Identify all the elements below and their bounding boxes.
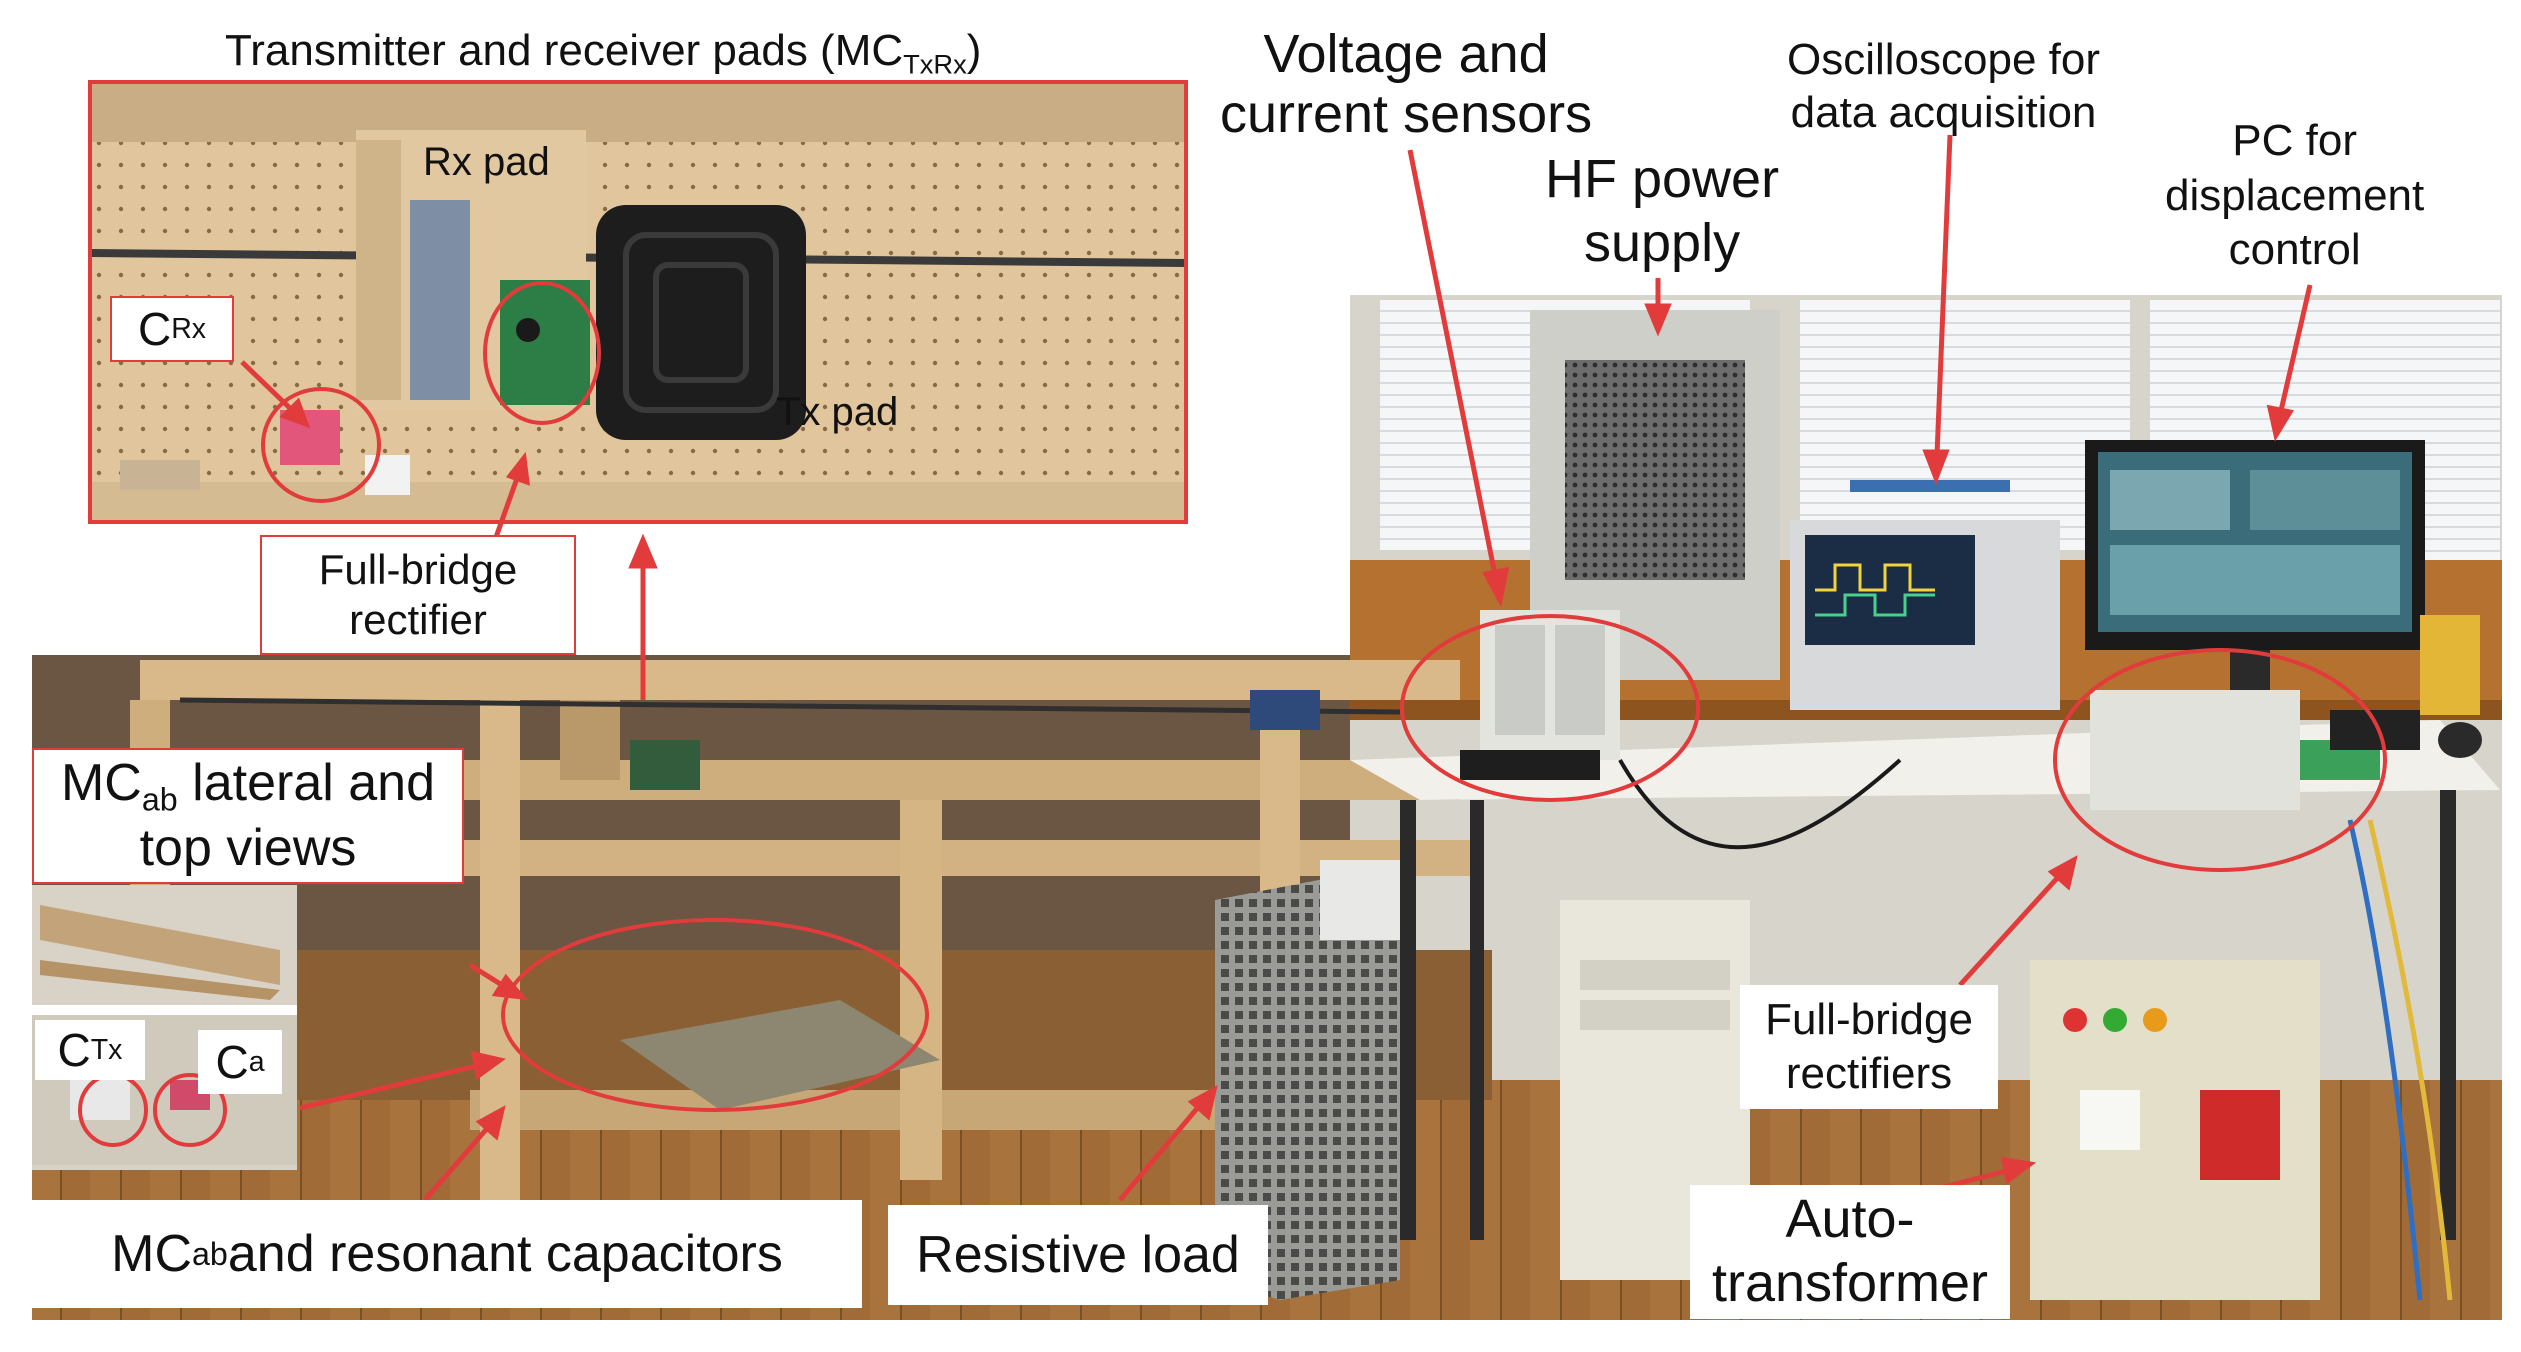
c-rx-main: C [137, 303, 172, 355]
mcab-views-line1: MCab lateral and [61, 753, 435, 818]
autotransformer-line2: transformer [1711, 1253, 1989, 1313]
lab-desk [1350, 310, 2500, 1301]
resistive-load-label: Resistive load [888, 1205, 1268, 1305]
mcab-views-line2: top views [139, 818, 357, 877]
mcab-views-label: MCab lateral and top views [32, 748, 464, 884]
c-a-main: C [215, 1036, 249, 1088]
voltage-sensors-line2: current sensors [1220, 84, 1593, 145]
resistive-load-text: Resistive load [916, 1226, 1240, 1284]
rectifier-highlight [483, 281, 601, 425]
autotransformer-line1: Auto- [1785, 1189, 1915, 1250]
mcab-views-rest: lateral and [177, 753, 436, 812]
rectifiers-line1: Full-bridge [1765, 995, 1973, 1045]
rx-pad-label: Rx pad [423, 140, 550, 184]
inset-title: Transmitter and receiver pads (MCTxRx) [225, 26, 981, 80]
pc-line1: PC for [2232, 116, 2357, 165]
c-rx-subscript: Rx [171, 312, 207, 345]
hf-supply-line1: HF power [1545, 149, 1780, 209]
c-rx-highlight [261, 387, 381, 503]
mcab-views-subscript: ab [141, 780, 178, 817]
full-bridge-rectifier-line1: Full-bridge [318, 545, 518, 593]
c-tx-subscript: Tx [90, 1033, 123, 1066]
mcab-caps-rest: and resonant capacitors [227, 1225, 783, 1283]
pads-inset-photo [89, 82, 1187, 522]
autotransformer-label: Auto- transformer [1690, 1185, 2010, 1319]
tx-pad-label: Tx pad [776, 390, 899, 434]
rectifiers-line2: rectifiers [1785, 1049, 1953, 1098]
pads-inset-frame [88, 80, 1188, 524]
mcab-views-main: MC [60, 753, 142, 812]
annotations [78, 80, 2387, 1147]
c-tx-main: C [57, 1024, 91, 1076]
rectifiers-highlight [2053, 648, 2387, 872]
c-a-highlight [153, 1073, 227, 1147]
pc-line3: control [2228, 225, 2361, 275]
full-bridge-rectifier-label: Full-bridge rectifier [260, 535, 576, 655]
voltage-sensors-line1: Voltage and [1263, 24, 1549, 84]
mcab-highlight [501, 918, 929, 1112]
inset-title-subscript: TxRx [903, 48, 967, 80]
full-bridge-rectifiers-label: Full-bridge rectifiers [1740, 985, 1998, 1109]
pc-displacement-label: PC for displacement control [2165, 114, 2424, 278]
arrows [240, 134, 2313, 1202]
inset-title-text: Transmitter and receiver pads (MC [225, 26, 904, 75]
sensors-highlight [1400, 614, 1700, 802]
oscilloscope-line2: data acquisition [1790, 87, 2097, 137]
mcab-caps-main: MC [111, 1225, 192, 1283]
hf-supply-line2: supply [1583, 212, 1741, 273]
c-a-subscript: a [248, 1045, 265, 1078]
voltage-current-sensors-label: Voltage and current sensors [1220, 24, 1592, 145]
full-bridge-rectifier-line2: rectifier [349, 596, 487, 643]
mcab-caps-subscript: ab [192, 1235, 228, 1272]
resistive-load [1215, 860, 1410, 1300]
oscilloscope-line1: Oscilloscope for [1787, 35, 2101, 84]
inset-title-close: ) [966, 26, 982, 75]
hf-power-supply-label: HF power supply [1545, 148, 1779, 275]
oscilloscope-label: Oscilloscope for data acquisition [1787, 34, 2100, 140]
pc-line2: displacement [2165, 170, 2425, 220]
